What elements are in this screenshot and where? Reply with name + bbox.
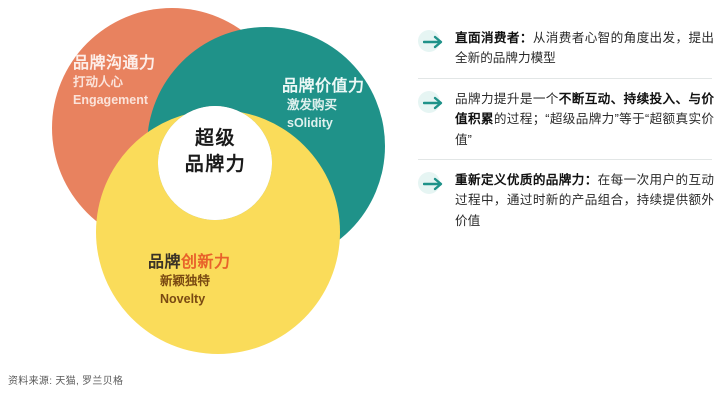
arrow-right-icon <box>418 30 448 54</box>
venn-core-circle <box>158 106 272 220</box>
bullet-text-2: 品牌力提升是一个不断互动、持续投入、与价值积累的过程；“超级品牌力”等于“超额真… <box>455 89 714 150</box>
bullet-divider-1 <box>418 77 712 79</box>
arrow-right-glyph <box>423 177 443 191</box>
source-note: 资料来源: 天猫, 罗兰贝格 <box>8 376 124 387</box>
bullet-text-3: 重新定义优质的品牌力：在每一次用户的互动过程中，通过时新的产品组合，持续提供额外… <box>455 170 714 231</box>
bullet-pre-2: 品牌力提升是一个 <box>455 91 559 106</box>
bullet-post-2: 的过程；“超级品牌力”等于“超额真实价值” <box>455 112 714 147</box>
venn-svg <box>52 8 385 354</box>
arrow-right-glyph <box>423 35 443 49</box>
bullet-item-1: 直面消费者：从消费者心智的角度出发，提出全新的品牌力模型 <box>418 18 714 78</box>
bullet-list: 直面消费者：从消费者心智的角度出发，提出全新的品牌力模型 品牌力提升是一个不断互… <box>418 18 714 240</box>
bullet-rest-1: 从消费者心智的角度出发，提出全新的品牌力模型 <box>455 31 714 66</box>
arrow-right-icon <box>418 90 448 115</box>
venn-circle-novelty <box>96 110 340 354</box>
arrow-right-glyph <box>423 96 443 109</box>
bullet-lead-1: 直面消费者： <box>455 31 533 45</box>
bullet-text-1: 直面消费者：从消费者心智的角度出发，提出全新的品牌力模型 <box>455 28 714 69</box>
bullet-strong-2: 不断互动、持续投入、与价值积累 <box>455 91 714 127</box>
arrow-right-icon <box>418 171 448 196</box>
bullet-rest-3: 在每一次用户的互动过程中，通过时新的产品组合，持续提供额外价值 <box>455 172 714 228</box>
venn-diagram: 品牌沟通力 打动人心 Engagement 品牌价值力 激发购买 sOlidit… <box>52 8 385 354</box>
bullet-lead-3: 重新定义优质的品牌力： <box>455 172 598 187</box>
bullet-divider-2 <box>418 158 712 160</box>
bullet-item-2: 品牌力提升是一个不断互动、持续投入、与价值积累的过程；“超级品牌力”等于“超额真… <box>418 79 714 159</box>
bullet-item-3: 重新定义优质的品牌力：在每一次用户的互动过程中，通过时新的产品组合，持续提供额外… <box>418 160 714 240</box>
